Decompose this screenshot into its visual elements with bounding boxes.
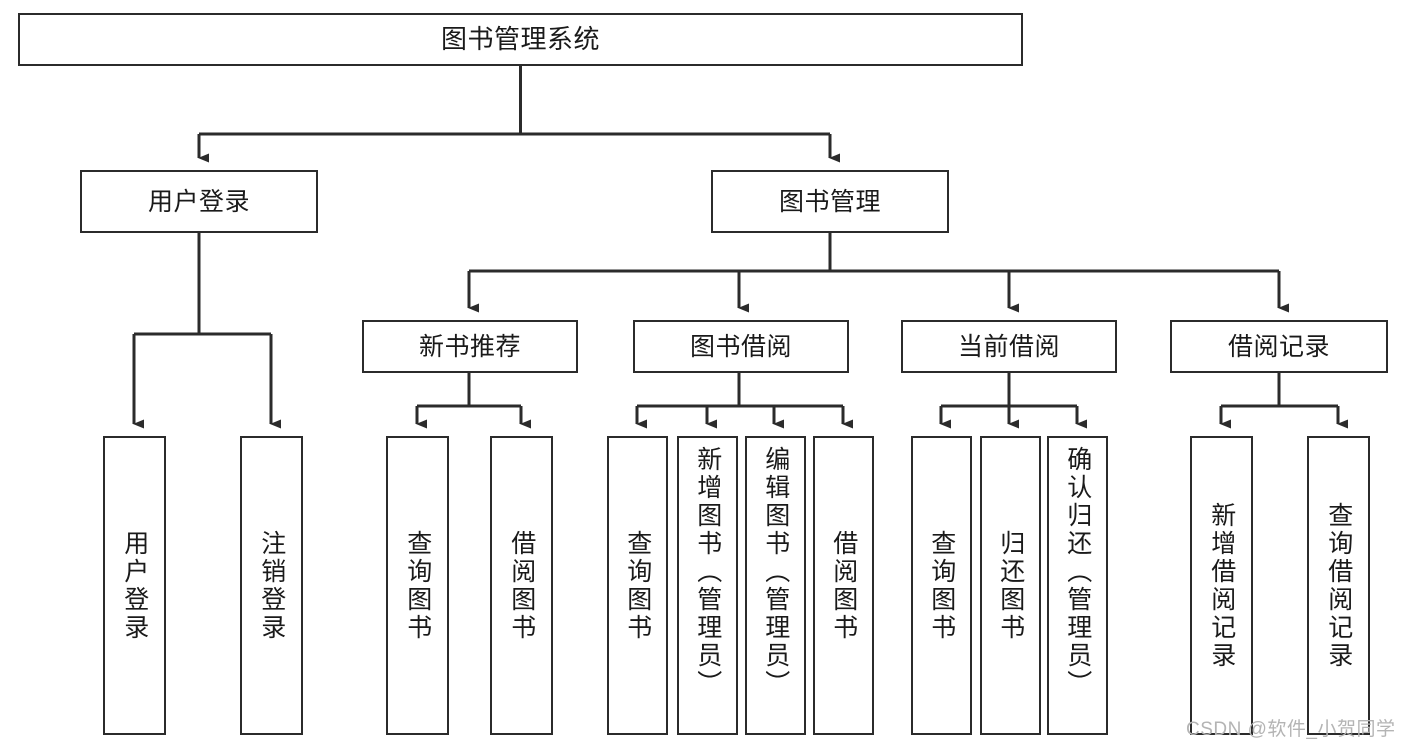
node-label: 查询图书 xyxy=(403,529,432,642)
node-leaf-query-book-current[interactable]: 查询图书 xyxy=(911,436,972,735)
node-new-book-recommend[interactable]: 新书推荐 xyxy=(362,320,578,373)
node-user-login[interactable]: 用户登录 xyxy=(80,170,318,233)
node-label: 编辑图书（管理员） xyxy=(761,446,790,698)
node-book-management[interactable]: 图书管理 xyxy=(711,170,949,233)
node-label: 图书管理系统 xyxy=(440,23,600,54)
node-label: 查询图书 xyxy=(623,529,652,642)
node-label: 新增借阅记录 xyxy=(1207,501,1236,670)
node-label: 借阅图书 xyxy=(829,529,858,642)
node-leaf-query-book-recommend[interactable]: 查询图书 xyxy=(386,436,449,735)
node-leaf-edit-book-admin[interactable]: 编辑图书（管理员） xyxy=(745,436,806,735)
node-label: 注销登录 xyxy=(257,529,286,642)
node-label: 新书推荐 xyxy=(418,332,521,361)
node-label: 归还图书 xyxy=(996,529,1025,642)
node-label: 用户登录 xyxy=(120,529,149,642)
node-leaf-return-book[interactable]: 归还图书 xyxy=(980,436,1041,735)
node-label: 新增图书（管理员） xyxy=(693,446,722,698)
watermark-text: CSDN @软件_小贺同学 xyxy=(1186,719,1396,740)
node-book-borrow[interactable]: 图书借阅 xyxy=(633,320,849,373)
node-leaf-query-borrow-record[interactable]: 查询借阅记录 xyxy=(1307,436,1370,735)
node-label: 图书借阅 xyxy=(689,332,792,361)
node-label: 借阅图书 xyxy=(507,529,536,642)
node-root-book-management-system[interactable]: 图书管理系统 xyxy=(18,13,1023,66)
node-label: 用户登录 xyxy=(147,187,250,216)
node-borrow-record[interactable]: 借阅记录 xyxy=(1170,320,1388,373)
node-leaf-borrow-book-recommend[interactable]: 借阅图书 xyxy=(490,436,553,735)
node-label: 查询图书 xyxy=(927,529,956,642)
node-current-borrow[interactable]: 当前借阅 xyxy=(901,320,1117,373)
node-label: 借阅记录 xyxy=(1227,332,1330,361)
node-label: 确认归还（管理员） xyxy=(1063,446,1092,698)
node-leaf-logout[interactable]: 注销登录 xyxy=(240,436,303,735)
node-label: 查询借阅记录 xyxy=(1324,501,1353,670)
node-leaf-borrow-book[interactable]: 借阅图书 xyxy=(813,436,874,735)
node-label: 图书管理 xyxy=(778,187,881,216)
node-leaf-add-book-admin[interactable]: 新增图书（管理员） xyxy=(677,436,738,735)
node-leaf-confirm-return-admin[interactable]: 确认归还（管理员） xyxy=(1047,436,1108,735)
node-leaf-user-login[interactable]: 用户登录 xyxy=(103,436,166,735)
node-label: 当前借阅 xyxy=(957,332,1060,361)
node-leaf-add-borrow-record[interactable]: 新增借阅记录 xyxy=(1190,436,1253,735)
node-leaf-query-book-borrow[interactable]: 查询图书 xyxy=(607,436,668,735)
